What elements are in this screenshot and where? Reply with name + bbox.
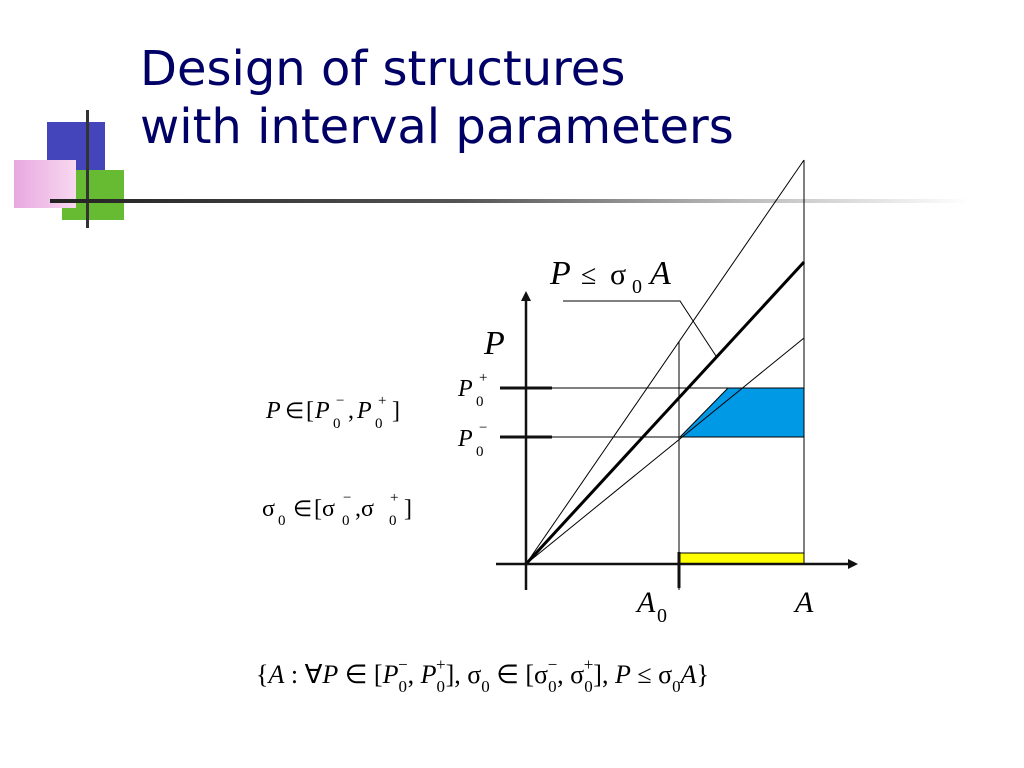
svg-text:P: P: [265, 398, 281, 424]
ray-sigma-nominal: [524, 260, 806, 566]
feasible-region: [678, 387, 805, 438]
svg-text:≤: ≤: [581, 260, 596, 291]
solution-interval-bar: [678, 552, 805, 565]
svg-text:]: ]: [404, 496, 412, 522]
tick-label-p-minus: P 0 −: [457, 420, 487, 460]
svg-text:A: A: [648, 255, 671, 292]
svg-text:P: P: [314, 398, 330, 424]
tick-label-a0: A 0: [635, 586, 667, 627]
svg-text:0: 0: [375, 416, 383, 432]
svg-text:+: +: [479, 370, 487, 386]
axis-x-label: A: [793, 586, 814, 619]
svg-text:0: 0: [389, 513, 397, 529]
svg-text:0: 0: [342, 513, 350, 529]
svg-text:∈: ∈: [285, 398, 304, 423]
title-underline: [50, 199, 970, 203]
svg-text:∈: ∈: [293, 496, 312, 521]
svg-text:P: P: [356, 398, 372, 424]
svg-text:,σ: ,σ: [355, 496, 374, 522]
svg-text:−: −: [336, 393, 344, 409]
svg-text:−: −: [343, 490, 351, 506]
svg-text:0: 0: [333, 416, 341, 432]
ray-sigma-min: [525, 337, 805, 565]
svg-text:P: P: [457, 376, 473, 402]
svg-text:[σ: [σ: [314, 496, 335, 522]
svg-text:P: P: [549, 255, 571, 292]
interval-p-label: P ∈ [ P 0 − , P 0 + ]: [265, 393, 400, 432]
svg-text:σ: σ: [262, 496, 275, 522]
svg-text:[: [: [306, 398, 314, 424]
constraint-label: P ≤ σ 0 A: [549, 255, 671, 298]
svg-text:0: 0: [278, 513, 286, 529]
svg-text:0: 0: [476, 394, 484, 410]
ray-sigma-max: [525, 159, 805, 565]
set-definition: {A : ∀P ∈ [P0−, P0+], σ0 ∈ [σ0−, σ0+], P…: [256, 655, 709, 696]
interval-sigma-label: σ 0 ∈ [σ 0 − ,σ 0 + ]: [262, 490, 412, 529]
svg-text:A: A: [635, 586, 656, 619]
title-line-1: Design of structures: [140, 41, 626, 97]
slide-title: Design of structures with interval param…: [140, 40, 734, 156]
svg-text:−: −: [479, 420, 487, 436]
axis-y-label: P: [483, 325, 505, 362]
decor-vertical-rule: [86, 110, 89, 228]
svg-text:0: 0: [657, 605, 667, 627]
svg-text:]: ]: [392, 398, 400, 424]
svg-text:+: +: [390, 490, 398, 506]
constraint-leader-line: [563, 300, 717, 357]
svg-text:+: +: [378, 393, 386, 409]
title-line-2: with interval parameters: [140, 99, 734, 155]
svg-text:P: P: [457, 426, 473, 452]
svg-text:σ: σ: [610, 258, 626, 291]
svg-text:0: 0: [476, 444, 484, 460]
tick-label-p-plus: P 0 +: [457, 370, 487, 410]
svg-text:0: 0: [632, 276, 642, 298]
svg-text:,: ,: [348, 398, 354, 424]
